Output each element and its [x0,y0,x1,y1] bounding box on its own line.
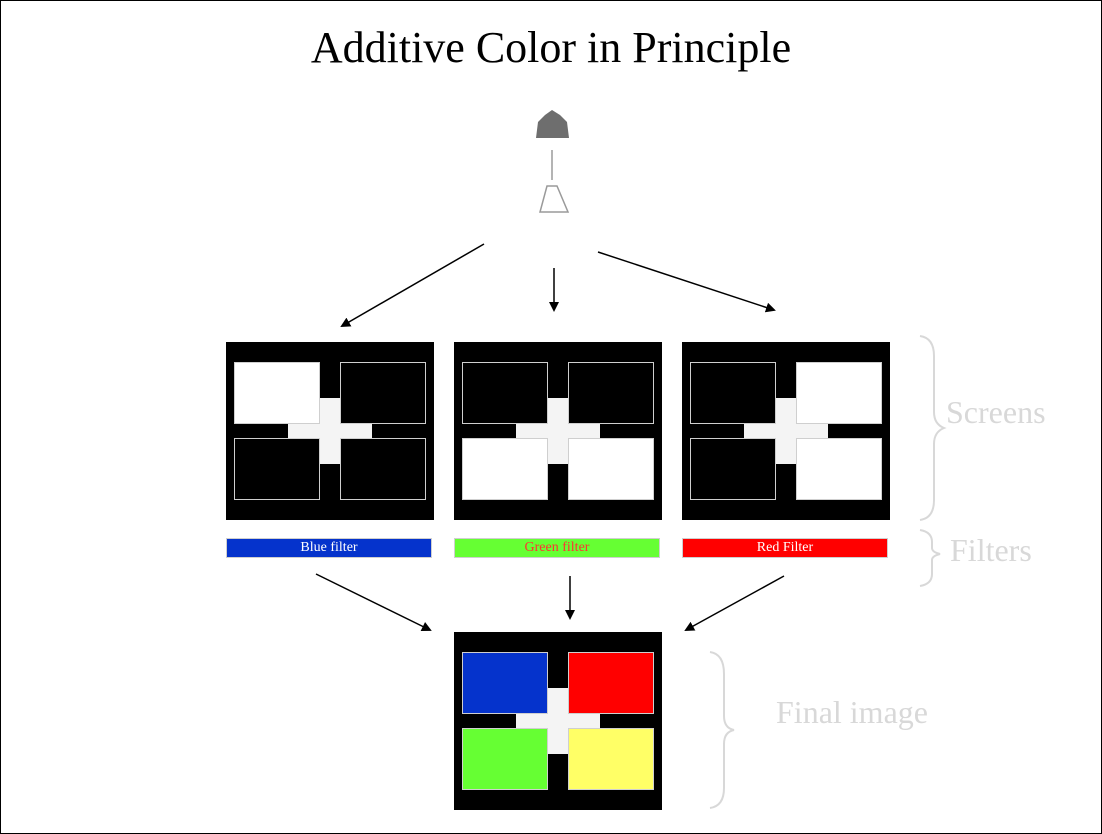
panel-cell [462,438,548,500]
filter-bar: Red Filter [682,538,888,558]
center-cross [548,398,570,464]
panel-cell [234,438,320,500]
panel-cell [796,438,882,500]
screens-brace [919,335,947,521]
screens-label: Screens [946,394,1046,430]
slide-title: Additive Color in Principle [310,23,792,72]
panel-cell [568,362,654,424]
center-cross [776,398,798,464]
panel-cell [340,438,426,500]
panel-cell [234,362,320,424]
filter-bar: Blue filter [226,538,432,558]
panel-cell [568,652,654,714]
light-source-icon [536,110,570,213]
panel-cell [462,652,548,714]
panel-cell [796,362,882,424]
screen-panel [226,342,434,520]
screen-panel [454,342,662,520]
panel-cell [690,362,776,424]
center-cross [548,688,570,754]
arrow-to-red-screen [597,251,776,313]
final-image-brace [709,651,735,809]
panel-cell [462,728,548,790]
panel-cell [462,362,548,424]
arrow-blue-to-final [315,573,432,631]
filter-bar: Green filter [454,538,660,558]
final-image-panel [454,632,662,810]
filters-label: Filters [950,532,1032,568]
filters-brace [919,529,941,587]
arrow-to-blue-screen [340,243,485,328]
panel-cell [340,362,426,424]
center-cross [320,398,342,464]
panel-cell [690,438,776,500]
panel-cell [568,438,654,500]
final-image-label: Final image [776,694,928,730]
panel-cell [568,728,654,790]
screen-panel [682,342,890,520]
arrow-red-to-final [684,575,785,631]
